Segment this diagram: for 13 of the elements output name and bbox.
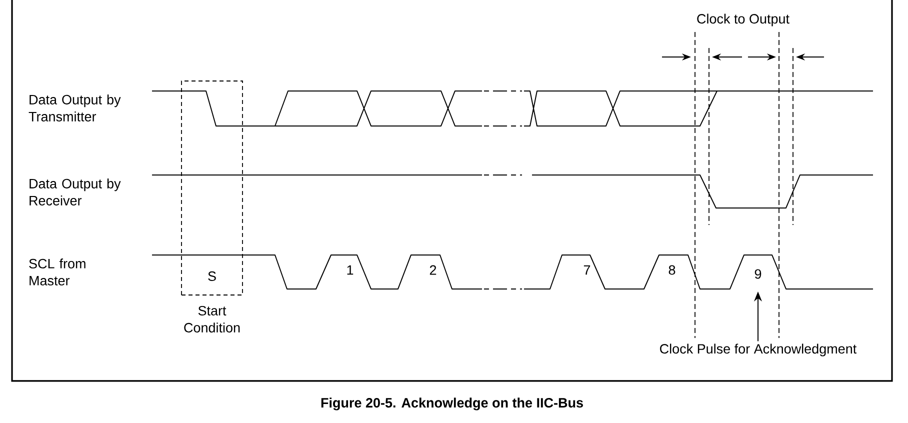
box-caption: Start Condition xyxy=(184,306,240,332)
timing-label: Clock to Output xyxy=(697,14,790,26)
annotation-text: Clock Pulse for Acknowledgment xyxy=(660,344,857,356)
pulse-number: 7 xyxy=(584,265,590,275)
signal-name: SCL from Master xyxy=(29,258,86,286)
pulse-number: 8 xyxy=(668,265,676,275)
start-condition-box: S xyxy=(181,80,243,296)
pulse-number: 1 xyxy=(347,265,354,275)
pulse-number: 2 xyxy=(430,265,436,275)
pulse-number: 9 xyxy=(754,269,762,279)
signal-name: Data Output by Transmitter xyxy=(28,94,121,122)
figure-caption: Figure 20-5. Acknowledge on the IIC-Bus xyxy=(321,398,583,410)
signal-name: Data Output by Receiver xyxy=(30,178,121,206)
